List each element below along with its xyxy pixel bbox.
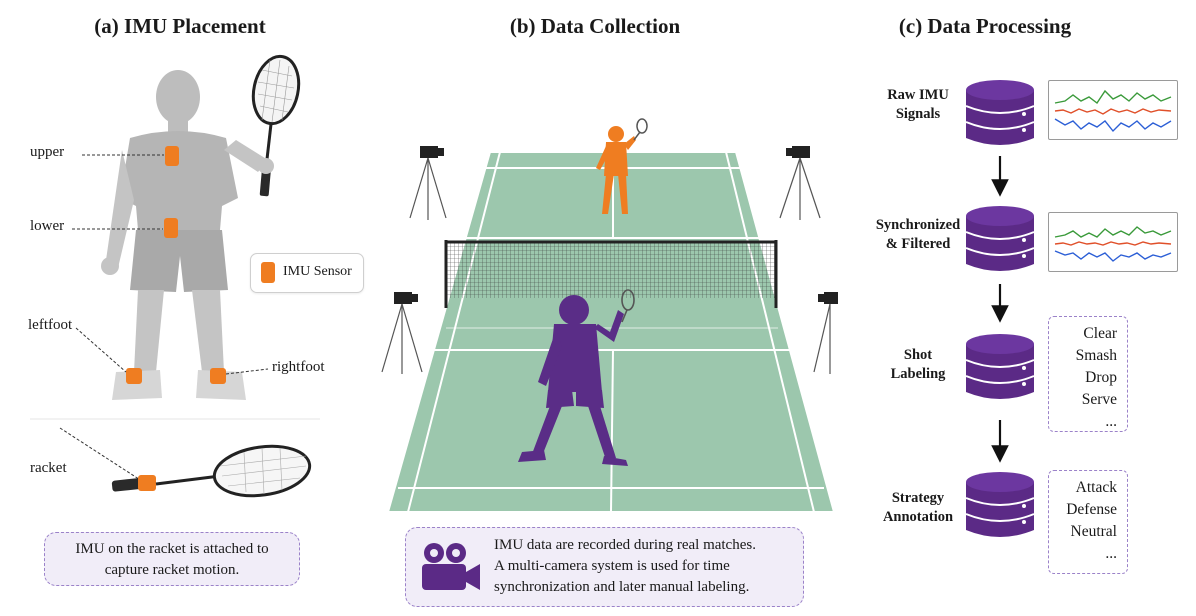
racket-with-sensor [59, 427, 312, 498]
collection-note-line-1: IMU data are recorded during real matche… [494, 537, 756, 553]
list-item: Serve [1081, 391, 1117, 408]
step-shot-label: Shot Labeling [890, 347, 946, 382]
list-item: Neutral [1070, 523, 1117, 540]
camera-mid-left [381, 292, 423, 374]
racket-note-line-1: IMU on the racket is attached to [75, 541, 269, 557]
sensor-legend: IMU Sensor [250, 253, 364, 293]
lower-sensor [164, 218, 178, 238]
list-item: Clear [1083, 325, 1117, 342]
camera-top-left [409, 146, 447, 220]
racket-note: IMU on the racket is attached to capture… [44, 532, 300, 586]
step-strategy-label: Strategy Annotation [882, 490, 954, 525]
label-lower: lower [30, 218, 65, 234]
collection-note: IMU data are recorded during real matche… [405, 527, 804, 607]
panel-c-title: (c) Data Processing [898, 14, 1072, 38]
list-item: ... [1105, 413, 1117, 430]
shot-types-list: Clear Smash Drop Serve ... [1048, 316, 1128, 432]
panel-a-title: (a) IMU Placement [94, 14, 266, 38]
person-silhouette [101, 70, 274, 400]
data-collection-figure [381, 118, 838, 513]
leftfoot-sensor [126, 368, 142, 384]
panel-b-title: (b) Data Collection [509, 14, 681, 38]
step-raw-label: Raw IMU Signals [887, 87, 949, 122]
net [444, 240, 778, 308]
racket-note-line-2: capture racket motion. [104, 562, 240, 578]
camera-mid-right [813, 292, 838, 374]
upper-sensor [165, 146, 179, 166]
label-rightfoot: rightfoot [272, 359, 325, 375]
filtered-signal-chart [1048, 212, 1178, 272]
list-item: ... [1105, 545, 1117, 562]
strategy-types-list: Attack Defense Neutral ... [1048, 470, 1128, 574]
list-item: Attack [1075, 479, 1117, 496]
pipeline-figure [965, 79, 1035, 538]
imu-placement-figure [30, 54, 320, 498]
label-upper: upper [30, 144, 65, 160]
camera-top-right [779, 146, 821, 220]
step-synced-label: Synchronized & Filtered [875, 217, 961, 252]
rightfoot-sensor [210, 368, 226, 384]
list-item: Defense [1066, 501, 1117, 518]
held-racket [251, 54, 301, 197]
sensor-legend-swatch [261, 262, 275, 283]
label-racket: racket [30, 460, 67, 476]
collection-note-line-3: synchronization and later manual labelin… [494, 579, 750, 595]
collection-note-line-2: A multi-camera system is used for time [494, 558, 730, 574]
video-camera-icon [422, 543, 480, 590]
list-item: Smash [1075, 347, 1117, 364]
label-leftfoot: leftfoot [28, 317, 73, 333]
raw-signal-chart [1048, 80, 1178, 140]
sensor-legend-label: IMU Sensor [283, 264, 352, 279]
list-item: Drop [1085, 369, 1117, 386]
near-player [518, 289, 635, 466]
far-player [596, 118, 648, 214]
